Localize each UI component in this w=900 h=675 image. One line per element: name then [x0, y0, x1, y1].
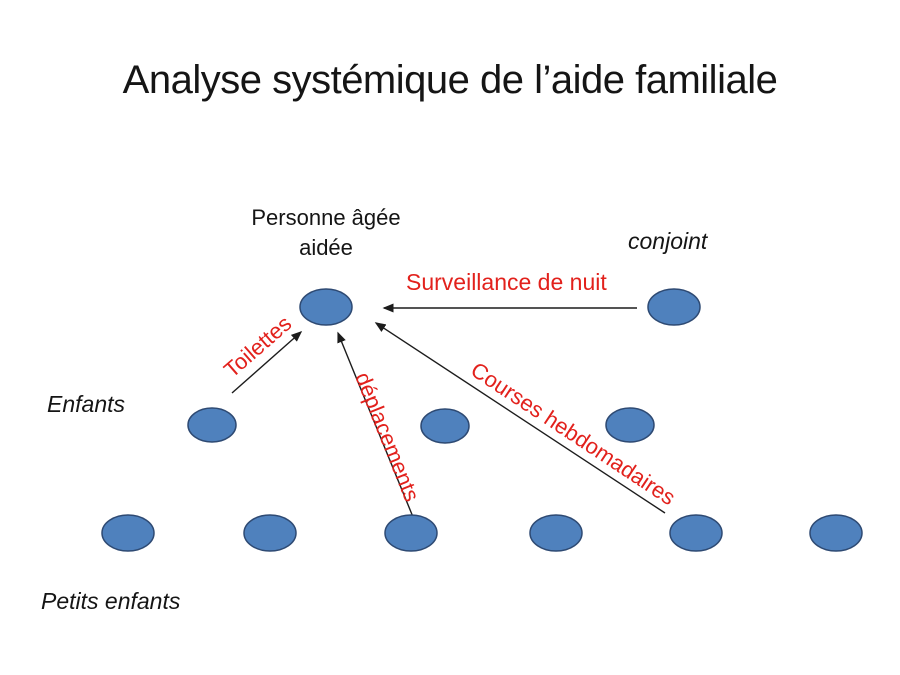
node-grandchild-3 [384, 514, 438, 552]
node-grandchild-6 [809, 514, 863, 552]
aided-person-label-line2: aidée [299, 235, 353, 260]
node-child-3 [605, 407, 655, 443]
node-child-1 [187, 407, 237, 443]
node-grandchild-2 [243, 514, 297, 552]
node-spouse [647, 288, 701, 326]
node-grandchild-5 [669, 514, 723, 552]
slide-title: Analyse systémique de l’aide familiale [122, 58, 778, 102]
edge-label-night-watch: Surveillance de nuit [406, 269, 607, 295]
arrow-movements [337, 331, 414, 518]
arrow-toilets [231, 331, 303, 394]
arrow-weekly-shopping [374, 322, 666, 514]
aided-person-label-line1: Personne âgée [251, 205, 401, 230]
aided-person-label: Personne âgée aidée [212, 203, 440, 263]
node-grandchild-4 [529, 514, 583, 552]
node-child-2 [420, 408, 470, 444]
node-aided-person [299, 288, 353, 326]
grandchildren-label: Petits enfants [41, 588, 181, 614]
spouse-label: conjoint [628, 228, 708, 254]
node-grandchild-1 [101, 514, 155, 552]
children-label: Enfants [47, 391, 125, 417]
